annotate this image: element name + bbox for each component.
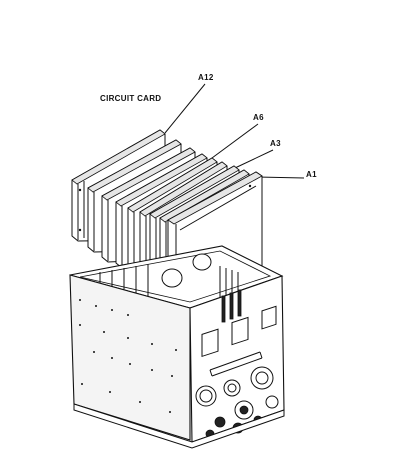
connector-recesses [201, 305, 277, 358]
front-connectors [195, 366, 279, 439]
side-panel-screws [79, 299, 177, 413]
leader-lines [164, 83, 305, 179]
label-a1: A1 [306, 170, 317, 179]
chassis-left-panel [69, 274, 191, 441]
label-circuit-card: CIRCUIT CARD [100, 94, 161, 103]
label-a12: A12 [198, 73, 214, 82]
leader-a3 [234, 149, 274, 169]
front-handle [209, 351, 263, 377]
leader-a1 [256, 176, 305, 179]
label-a6: A6 [253, 113, 264, 122]
chassis-base [73, 403, 285, 449]
chassis [69, 245, 285, 449]
rear-slots [221, 289, 242, 323]
label-a3: A3 [270, 139, 281, 148]
leader-a6 [211, 123, 259, 159]
leader-a12 [164, 83, 206, 134]
